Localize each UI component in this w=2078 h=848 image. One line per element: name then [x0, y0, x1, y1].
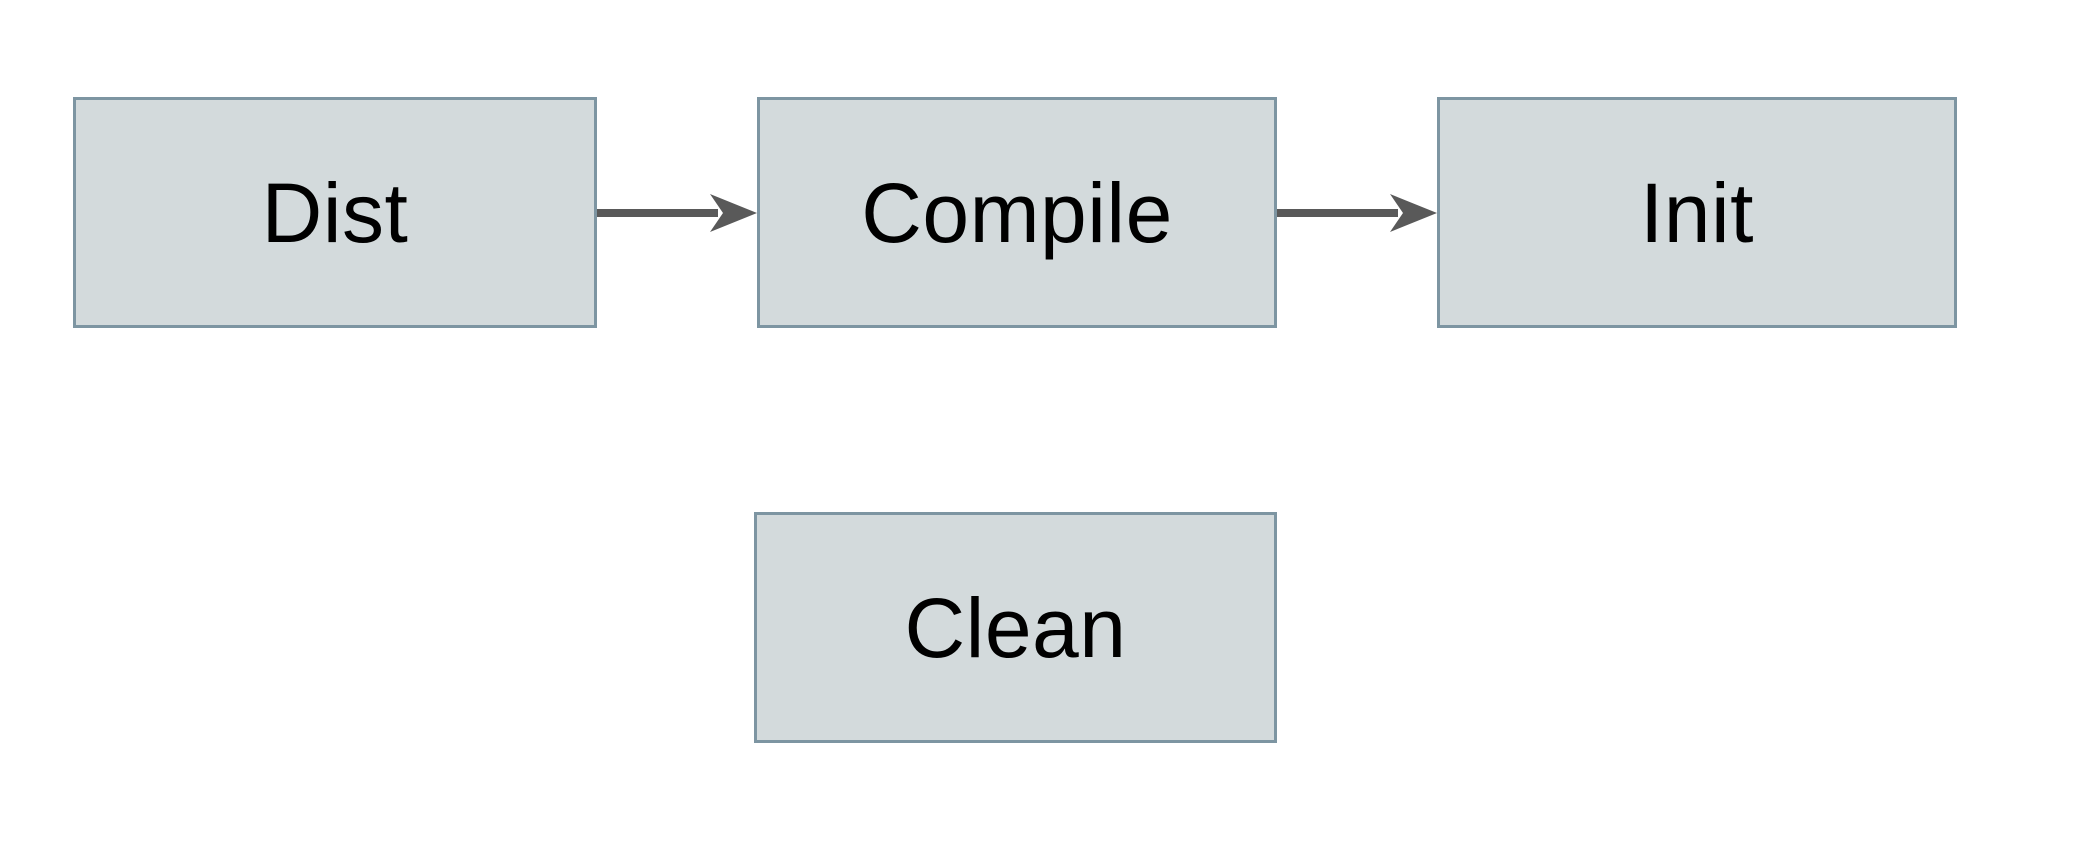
- node-compile-label: Compile: [861, 165, 1173, 260]
- node-clean-label: Clean: [904, 580, 1127, 675]
- node-dist: Dist: [73, 97, 597, 328]
- node-compile: Compile: [757, 97, 1277, 328]
- arrow-dist-to-compile: [597, 192, 757, 234]
- node-clean: Clean: [754, 512, 1277, 743]
- node-init-label: Init: [1639, 165, 1755, 260]
- arrow-compile-to-init: [1277, 192, 1437, 234]
- node-dist-label: Dist: [261, 165, 409, 260]
- node-init: Init: [1437, 97, 1957, 328]
- right-arrow-icon: [597, 194, 757, 232]
- right-arrow-icon: [1277, 194, 1437, 232]
